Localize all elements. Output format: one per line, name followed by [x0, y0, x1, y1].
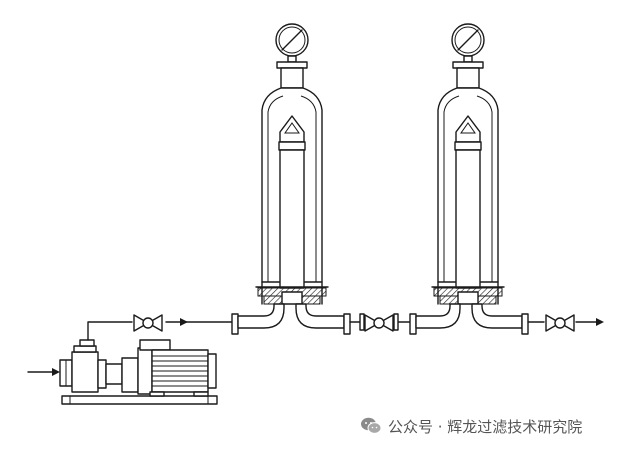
filter-2-outlet-elbow: [471, 303, 529, 335]
filter-housing-1: [231, 23, 351, 335]
valve-3: [545, 314, 575, 332]
valve-1: [133, 314, 163, 332]
discharge-pipe: [87, 318, 233, 341]
filter-2-inlet-elbow: [409, 303, 461, 335]
filter-cartridge-1: [278, 115, 306, 289]
wechat-icon: [361, 417, 382, 434]
electric-motor: [137, 339, 217, 397]
filter-1-outlet-elbow: [295, 303, 351, 335]
outlet-pipe: [527, 318, 604, 326]
pump: [59, 339, 139, 393]
filter-cartridge-2: [454, 115, 482, 289]
filter-housing-2: [409, 23, 529, 335]
watermark: 公众号 · 辉龙过滤技术研究院: [360, 414, 582, 438]
pressure-gauge-1: [275, 23, 309, 63]
pump-motor-unit: [59, 339, 218, 405]
valve-2: [359, 313, 399, 332]
filter-1-inlet-elbow: [231, 303, 285, 335]
pressure-gauge-2: [451, 23, 485, 63]
watermark-text: 公众号 · 辉龙过滤技术研究院: [388, 417, 583, 436]
inlet-arrow: [27, 368, 60, 376]
